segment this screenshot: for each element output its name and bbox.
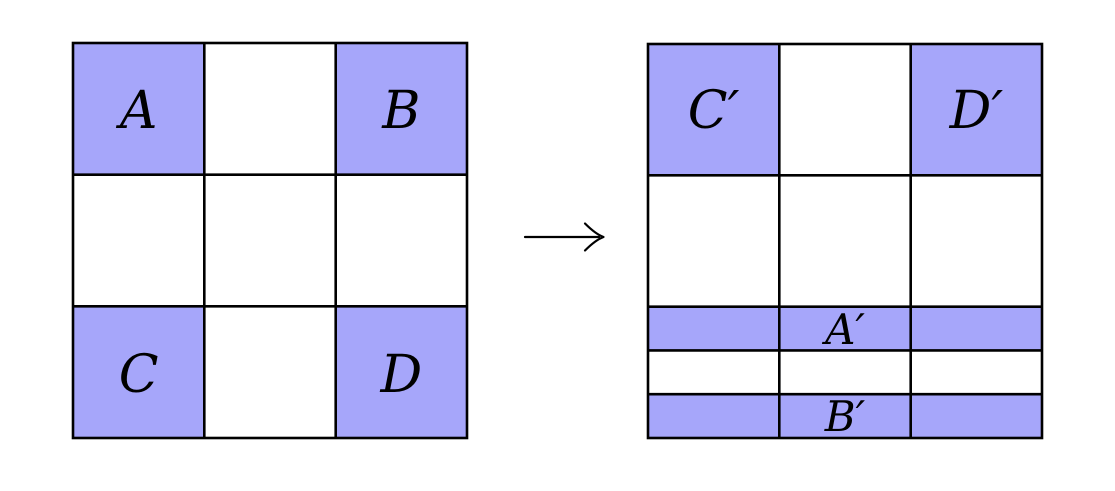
left-grid-inner-lines (73, 43, 467, 438)
right-strip-top-fill (648, 306, 1042, 351)
right-grid-border (646, 42, 1044, 440)
left-grid-border (71, 41, 469, 440)
right-cell-label-d-prime: D′ (949, 81, 1004, 141)
right-cell-top-left-fill (648, 44, 780, 176)
left-cell-bottom-right-fill (335, 306, 467, 438)
left-cell-label-c: C (119, 345, 159, 405)
left-cell-label-a: A (116, 81, 158, 141)
left-cell-label-b: B (381, 81, 420, 141)
left-cell-top-right-fill (335, 43, 467, 175)
right-strip-bottom-fill (648, 394, 1042, 438)
right-cell-top-right-fill (910, 44, 1042, 176)
right-grid: C′ D′ A′ B′ (646, 42, 1044, 441)
left-cell-bottom-left-fill (73, 306, 205, 438)
right-strip-label-a-prime: A′ (821, 305, 865, 354)
left-cell-label-d: D (380, 345, 423, 405)
left-grid: A B C D (71, 41, 469, 440)
right-grid-inner-lines (648, 44, 1042, 438)
left-cell-top-left-fill (73, 43, 205, 175)
right-strip-label-b-prime: B′ (824, 392, 866, 441)
arrow-head (583, 222, 605, 252)
right-arrow-icon (523, 222, 605, 252)
right-cell-label-c-prime: C′ (688, 81, 740, 141)
